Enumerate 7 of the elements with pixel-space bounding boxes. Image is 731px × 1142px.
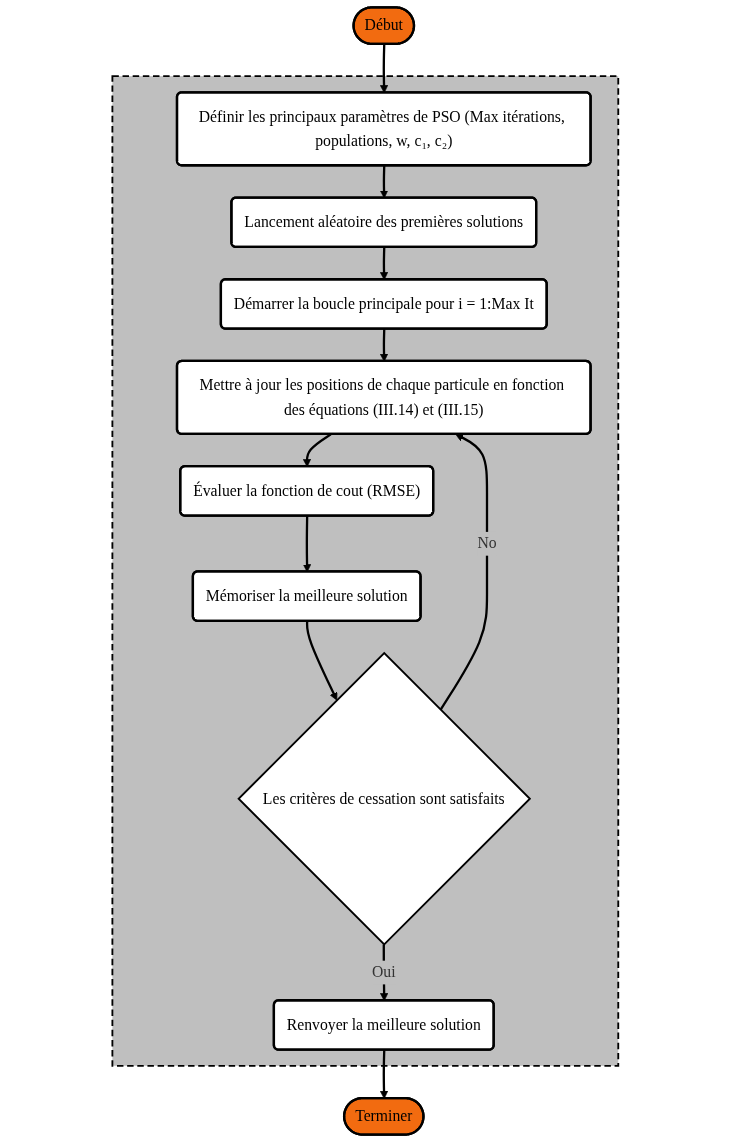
cluster [111,75,620,1067]
arrow [380,1050,389,1099]
arrow [306,621,338,701]
arrow [439,434,489,711]
edge-label: Oui [372,963,396,981]
edge-label: No [477,534,497,553]
node-diamond: Les critères de cessation sont satisfaits [237,651,532,946]
